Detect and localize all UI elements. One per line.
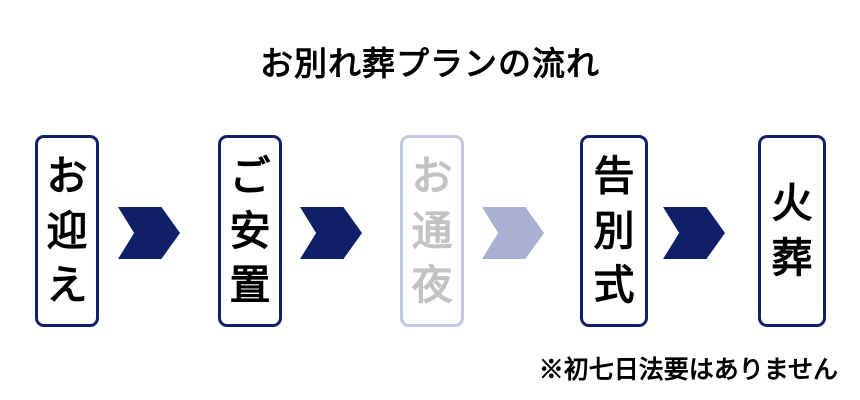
flow-arrow-2-icon bbox=[300, 207, 362, 259]
flow-step-1-label: お迎え bbox=[46, 153, 88, 309]
flow-step-3-label: お通夜 bbox=[411, 153, 453, 309]
page-title: お別れ葬プランの流れ bbox=[260, 47, 600, 83]
flow-arrow-4-icon bbox=[663, 207, 725, 259]
flow-step-2: ご安置 bbox=[218, 135, 282, 327]
flow-step-3-excluded: お通夜 bbox=[400, 135, 464, 327]
flow-step-5-label: 火葬 bbox=[771, 180, 813, 281]
flow-step-2-label: ご安置 bbox=[229, 153, 271, 309]
flow-step-1: お迎え bbox=[35, 135, 99, 327]
flow-arrow-3-icon bbox=[482, 207, 544, 259]
flow-step-5: 火葬 bbox=[758, 135, 826, 327]
flow-arrow-1-icon bbox=[118, 207, 180, 259]
flow-step-4: 告別式 bbox=[580, 135, 648, 327]
flow-step-4-label: 告別式 bbox=[593, 153, 635, 309]
process-flow-diagram: お迎え ご安置 お通夜 告別式 火葬 bbox=[0, 135, 860, 330]
footnote-note: ※初七日法要はありません bbox=[538, 357, 838, 384]
